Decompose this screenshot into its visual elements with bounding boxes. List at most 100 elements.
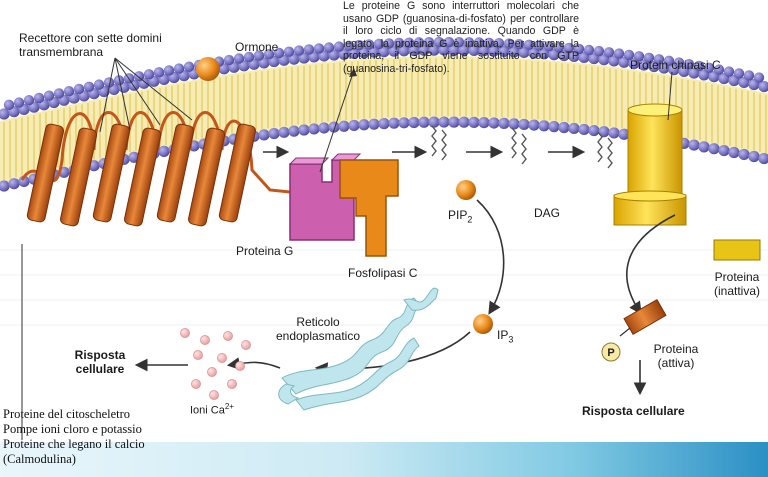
phospholipid-head xyxy=(498,117,510,129)
phospholipid-head xyxy=(558,49,570,62)
response-left-label: Risposta cellulare xyxy=(74,348,126,376)
phospholipid-head xyxy=(348,47,360,60)
phospholipid-head xyxy=(468,116,480,128)
phospholipid-head xyxy=(343,40,355,52)
phospholipid-head xyxy=(398,45,410,57)
phospholipid-head xyxy=(308,123,320,135)
phospholipid-head xyxy=(368,46,380,58)
phospholipid-head xyxy=(458,44,470,56)
phospholipid-head xyxy=(318,50,330,62)
receptor-protein xyxy=(20,111,291,227)
phospholipid-head xyxy=(328,121,340,133)
phospholipid-head xyxy=(468,44,480,56)
phospholipid-head xyxy=(518,46,530,59)
list-item: (Calmodulina) xyxy=(3,452,76,466)
phospholipid-head xyxy=(358,47,370,59)
fatty-acid-chain xyxy=(597,131,603,163)
phospholipid-head xyxy=(748,150,760,163)
phospholipid-head xyxy=(608,127,620,139)
phospholipid-head xyxy=(303,44,315,55)
calcium-ion xyxy=(200,335,210,345)
phospholipid-head xyxy=(268,127,280,140)
ip3-sub: 3 xyxy=(508,334,514,345)
phospholipid-head xyxy=(703,62,715,73)
phospholipid-head xyxy=(673,57,685,68)
phospholipid-head xyxy=(63,85,75,97)
dag-label: DAG xyxy=(534,206,561,220)
phospholipid-head xyxy=(253,50,265,61)
calcium-ion xyxy=(209,390,219,400)
phospholipid-head xyxy=(33,92,45,104)
note-arrowhead xyxy=(349,68,357,77)
phospholipid-head xyxy=(398,117,410,129)
phospholipid-head xyxy=(533,40,545,51)
phospholipid-head xyxy=(403,37,415,48)
phospholipid-head xyxy=(8,178,20,190)
phospholipid-head xyxy=(388,45,400,57)
pip2-sub: 2 xyxy=(467,214,473,225)
phospholipid-head xyxy=(143,69,155,80)
ip3-text: IP xyxy=(497,328,509,342)
phospholipid-head xyxy=(613,48,625,59)
phospholipid-head xyxy=(523,39,535,50)
phospholipid-head xyxy=(0,180,10,192)
phosphate-marker xyxy=(601,342,621,362)
phospholipid-head xyxy=(353,39,365,51)
phospholipid-head xyxy=(23,95,35,106)
phospholipid-head xyxy=(338,48,350,60)
phospholipid-head xyxy=(478,117,490,129)
phospholipid-head xyxy=(563,42,575,54)
phospholipid-head xyxy=(173,63,185,74)
phospholipid-head xyxy=(543,41,555,52)
transmembrane-helix xyxy=(92,123,130,223)
phospholipid-head xyxy=(363,39,375,50)
transmembrane-helix xyxy=(218,123,256,223)
pip2-text: PIP xyxy=(448,208,468,222)
receptor-label: Recettore con sette domini transmembrana xyxy=(19,31,162,59)
phospholipid-head xyxy=(183,61,195,72)
transmembrane-helix xyxy=(188,127,226,227)
phospholipid-head xyxy=(718,144,730,157)
phospholipid-head xyxy=(428,116,440,128)
phospholipid-head xyxy=(583,44,595,56)
calcium-ion xyxy=(227,379,237,389)
transmembrane-helix xyxy=(60,127,98,227)
calcium-ion xyxy=(193,350,203,360)
calcium-ion xyxy=(191,379,201,389)
phospholipid-head xyxy=(373,38,385,50)
phospholipid-head xyxy=(93,79,105,90)
kinase-label: Protein chinasi C xyxy=(630,58,721,72)
phospholipid-head xyxy=(708,143,720,155)
phospholipid-head xyxy=(408,116,420,129)
bottom-band xyxy=(0,442,768,477)
phospholipid-head xyxy=(263,49,275,60)
phospholipid-head xyxy=(358,119,370,131)
phospholipid-head xyxy=(693,60,705,72)
calcium-sup: 2+ xyxy=(224,402,234,411)
calcium-ion xyxy=(241,340,251,350)
phospholipid-head xyxy=(538,48,550,60)
transmembrane-helix xyxy=(156,123,194,223)
phospholipid-head xyxy=(498,45,510,57)
phospholipid-head xyxy=(338,120,350,132)
phospholipid-head xyxy=(548,49,560,61)
ip3-label: IP3 xyxy=(497,328,513,346)
phospholipid-head xyxy=(643,52,655,63)
phospholipid-head xyxy=(623,49,635,61)
phospholipid-head xyxy=(698,141,710,153)
phospholipid-head xyxy=(83,81,95,92)
phospholipid-head xyxy=(13,97,25,108)
phospholipid-head xyxy=(348,119,360,132)
calcium-ion xyxy=(180,328,190,338)
phospholipid-head xyxy=(313,43,325,54)
phospholipid-head xyxy=(528,47,540,59)
phospholipid-head xyxy=(588,124,600,137)
phospholipid-head xyxy=(378,46,390,58)
list-item: Proteine del citoscheletro xyxy=(3,407,131,421)
active-protein xyxy=(619,299,667,337)
phospholipase-c xyxy=(339,159,399,257)
list-item: Pompe ioni cloro e potassio xyxy=(3,422,142,436)
fatty-acid-chain xyxy=(441,129,447,161)
phospholipid-head xyxy=(43,90,55,101)
fatty-acid-chain xyxy=(521,133,527,165)
